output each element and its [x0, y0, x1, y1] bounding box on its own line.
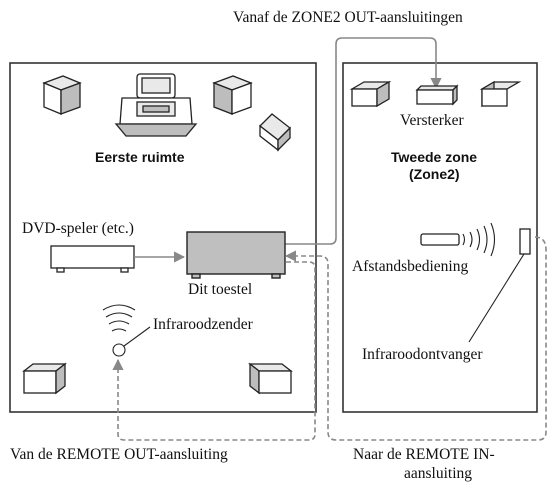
amplifier-label: Versterker [400, 112, 465, 129]
zone2-out-label: Vanaf de ZONE2 OUT-aansluitingen [233, 9, 463, 26]
receiver-unit [186, 231, 286, 279]
zone2-right-speaker [479, 80, 522, 108]
this-unit-label: Dit toestel [188, 281, 252, 298]
surround-left-speaker [22, 362, 67, 395]
remote-control [420, 222, 496, 257]
zone2-out-cable [285, 37, 442, 245]
to-remote-in-label-line2: aansluiting [404, 465, 472, 482]
zone2-left-speaker [349, 80, 392, 108]
ir-receiver-label: Infraroodontvanger [362, 346, 483, 363]
front-left-speaker [42, 75, 82, 115]
second-zone-label-line1: Tweede zone [391, 149, 477, 165]
center-speaker-and-tv [114, 73, 198, 137]
ir-receiver [468, 228, 531, 343]
remote-control-label: Afstandsbediening [352, 258, 468, 275]
to-remote-in-label-line1: Naar de REMOTE IN- [353, 446, 495, 463]
ir-emitter [102, 304, 151, 357]
from-remote-out-label: Van de REMOTE OUT-aansluiting [10, 446, 228, 463]
remote-out-cable [112, 261, 316, 441]
zone2-amplifier [415, 84, 459, 106]
dvd-player-label: DVD-speler (etc.) [22, 220, 134, 237]
surround-speaker-angled [259, 113, 291, 152]
dvd-player [50, 245, 135, 273]
second-zone-label-line2: (Zone2) [409, 166, 460, 182]
first-room-label: Eerste ruimte [95, 149, 185, 165]
front-right-speaker [212, 75, 253, 115]
surround-right-speaker [248, 362, 293, 395]
ir-emitter-label: Infraroodzender [153, 316, 254, 333]
remote-in-cable [284, 236, 547, 441]
